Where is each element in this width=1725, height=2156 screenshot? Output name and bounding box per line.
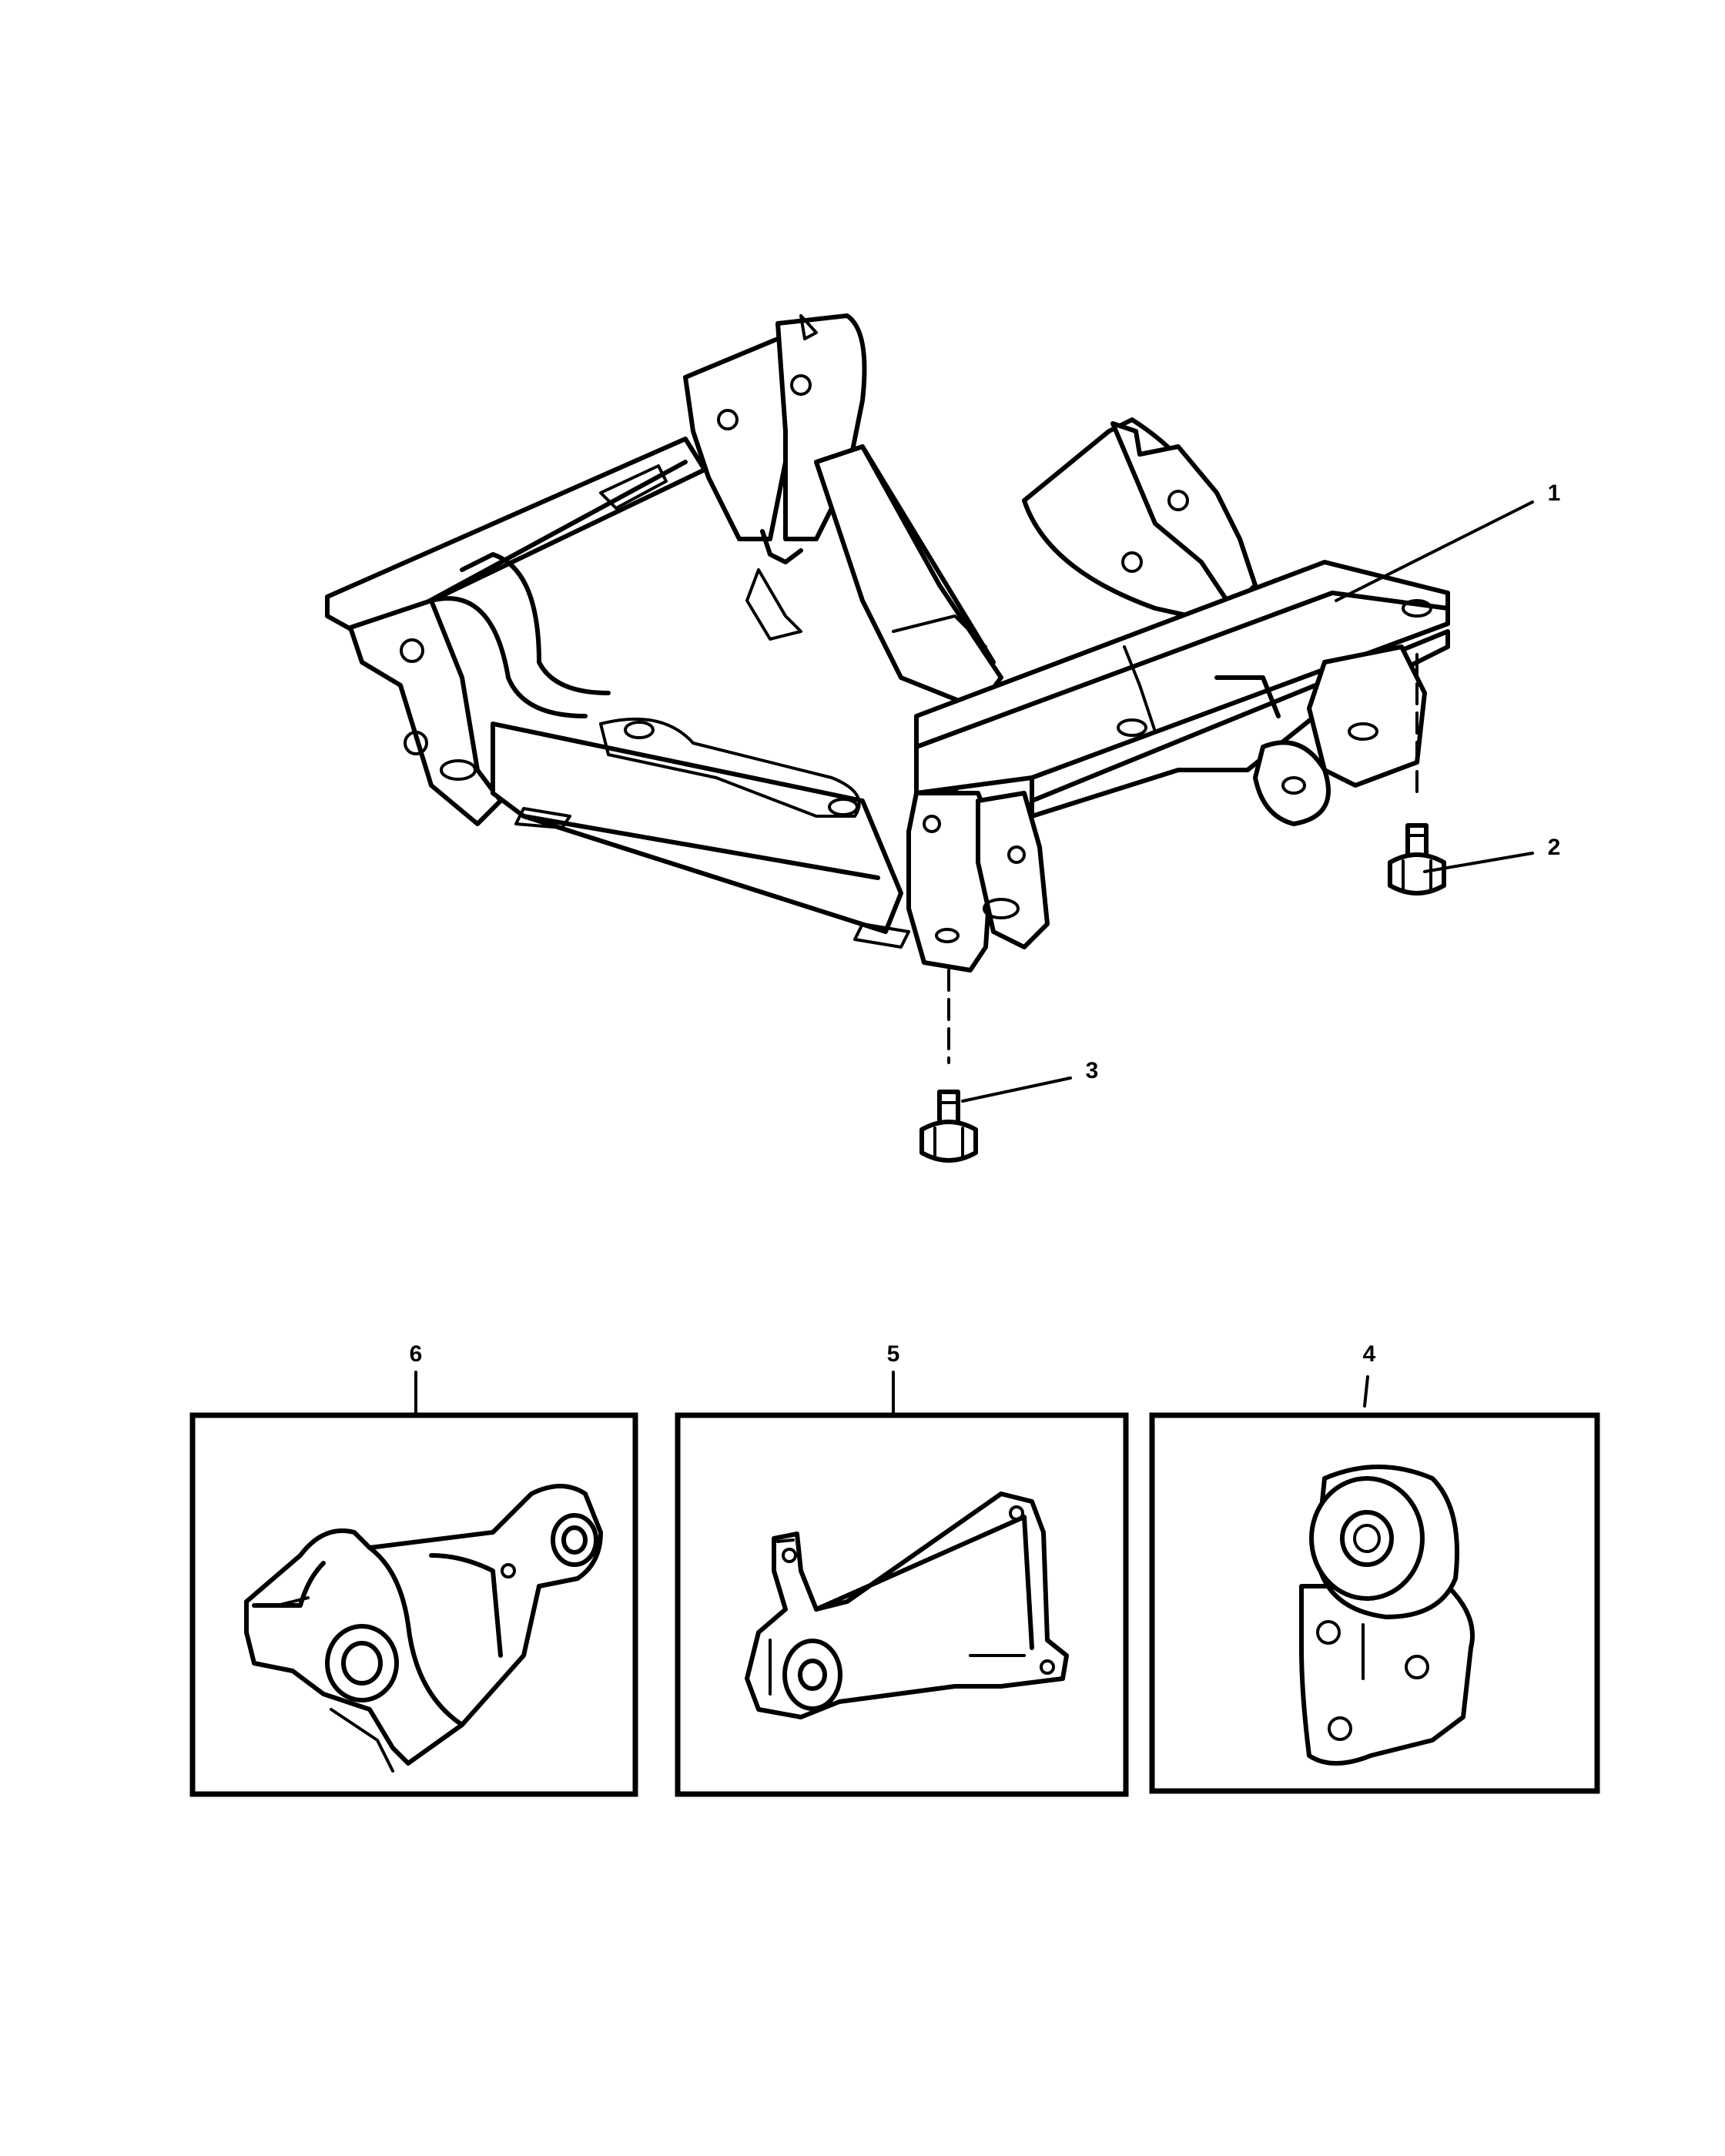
callout-3: 3 bbox=[961, 1058, 1099, 1103]
callout-label-1: 1 bbox=[1548, 480, 1561, 506]
inset-part-5: 5 bbox=[675, 1341, 1129, 1797]
callout-1: 1 bbox=[1335, 480, 1561, 602]
callout-label-4: 4 bbox=[1363, 1341, 1376, 1367]
inset-part-6: 6 bbox=[189, 1341, 638, 1797]
callout-2: 2 bbox=[1423, 835, 1561, 873]
callout-label-3: 3 bbox=[1086, 1058, 1099, 1083]
bolt-3 bbox=[919, 1090, 978, 1163]
callout-label-6: 6 bbox=[410, 1341, 423, 1367]
bolt-2 bbox=[1388, 823, 1446, 896]
inset-part-4: 4 bbox=[1149, 1341, 1600, 1794]
callout-label-2: 2 bbox=[1548, 835, 1561, 860]
front-crossmember bbox=[325, 313, 1450, 1064]
callout-label-5: 5 bbox=[887, 1341, 900, 1367]
